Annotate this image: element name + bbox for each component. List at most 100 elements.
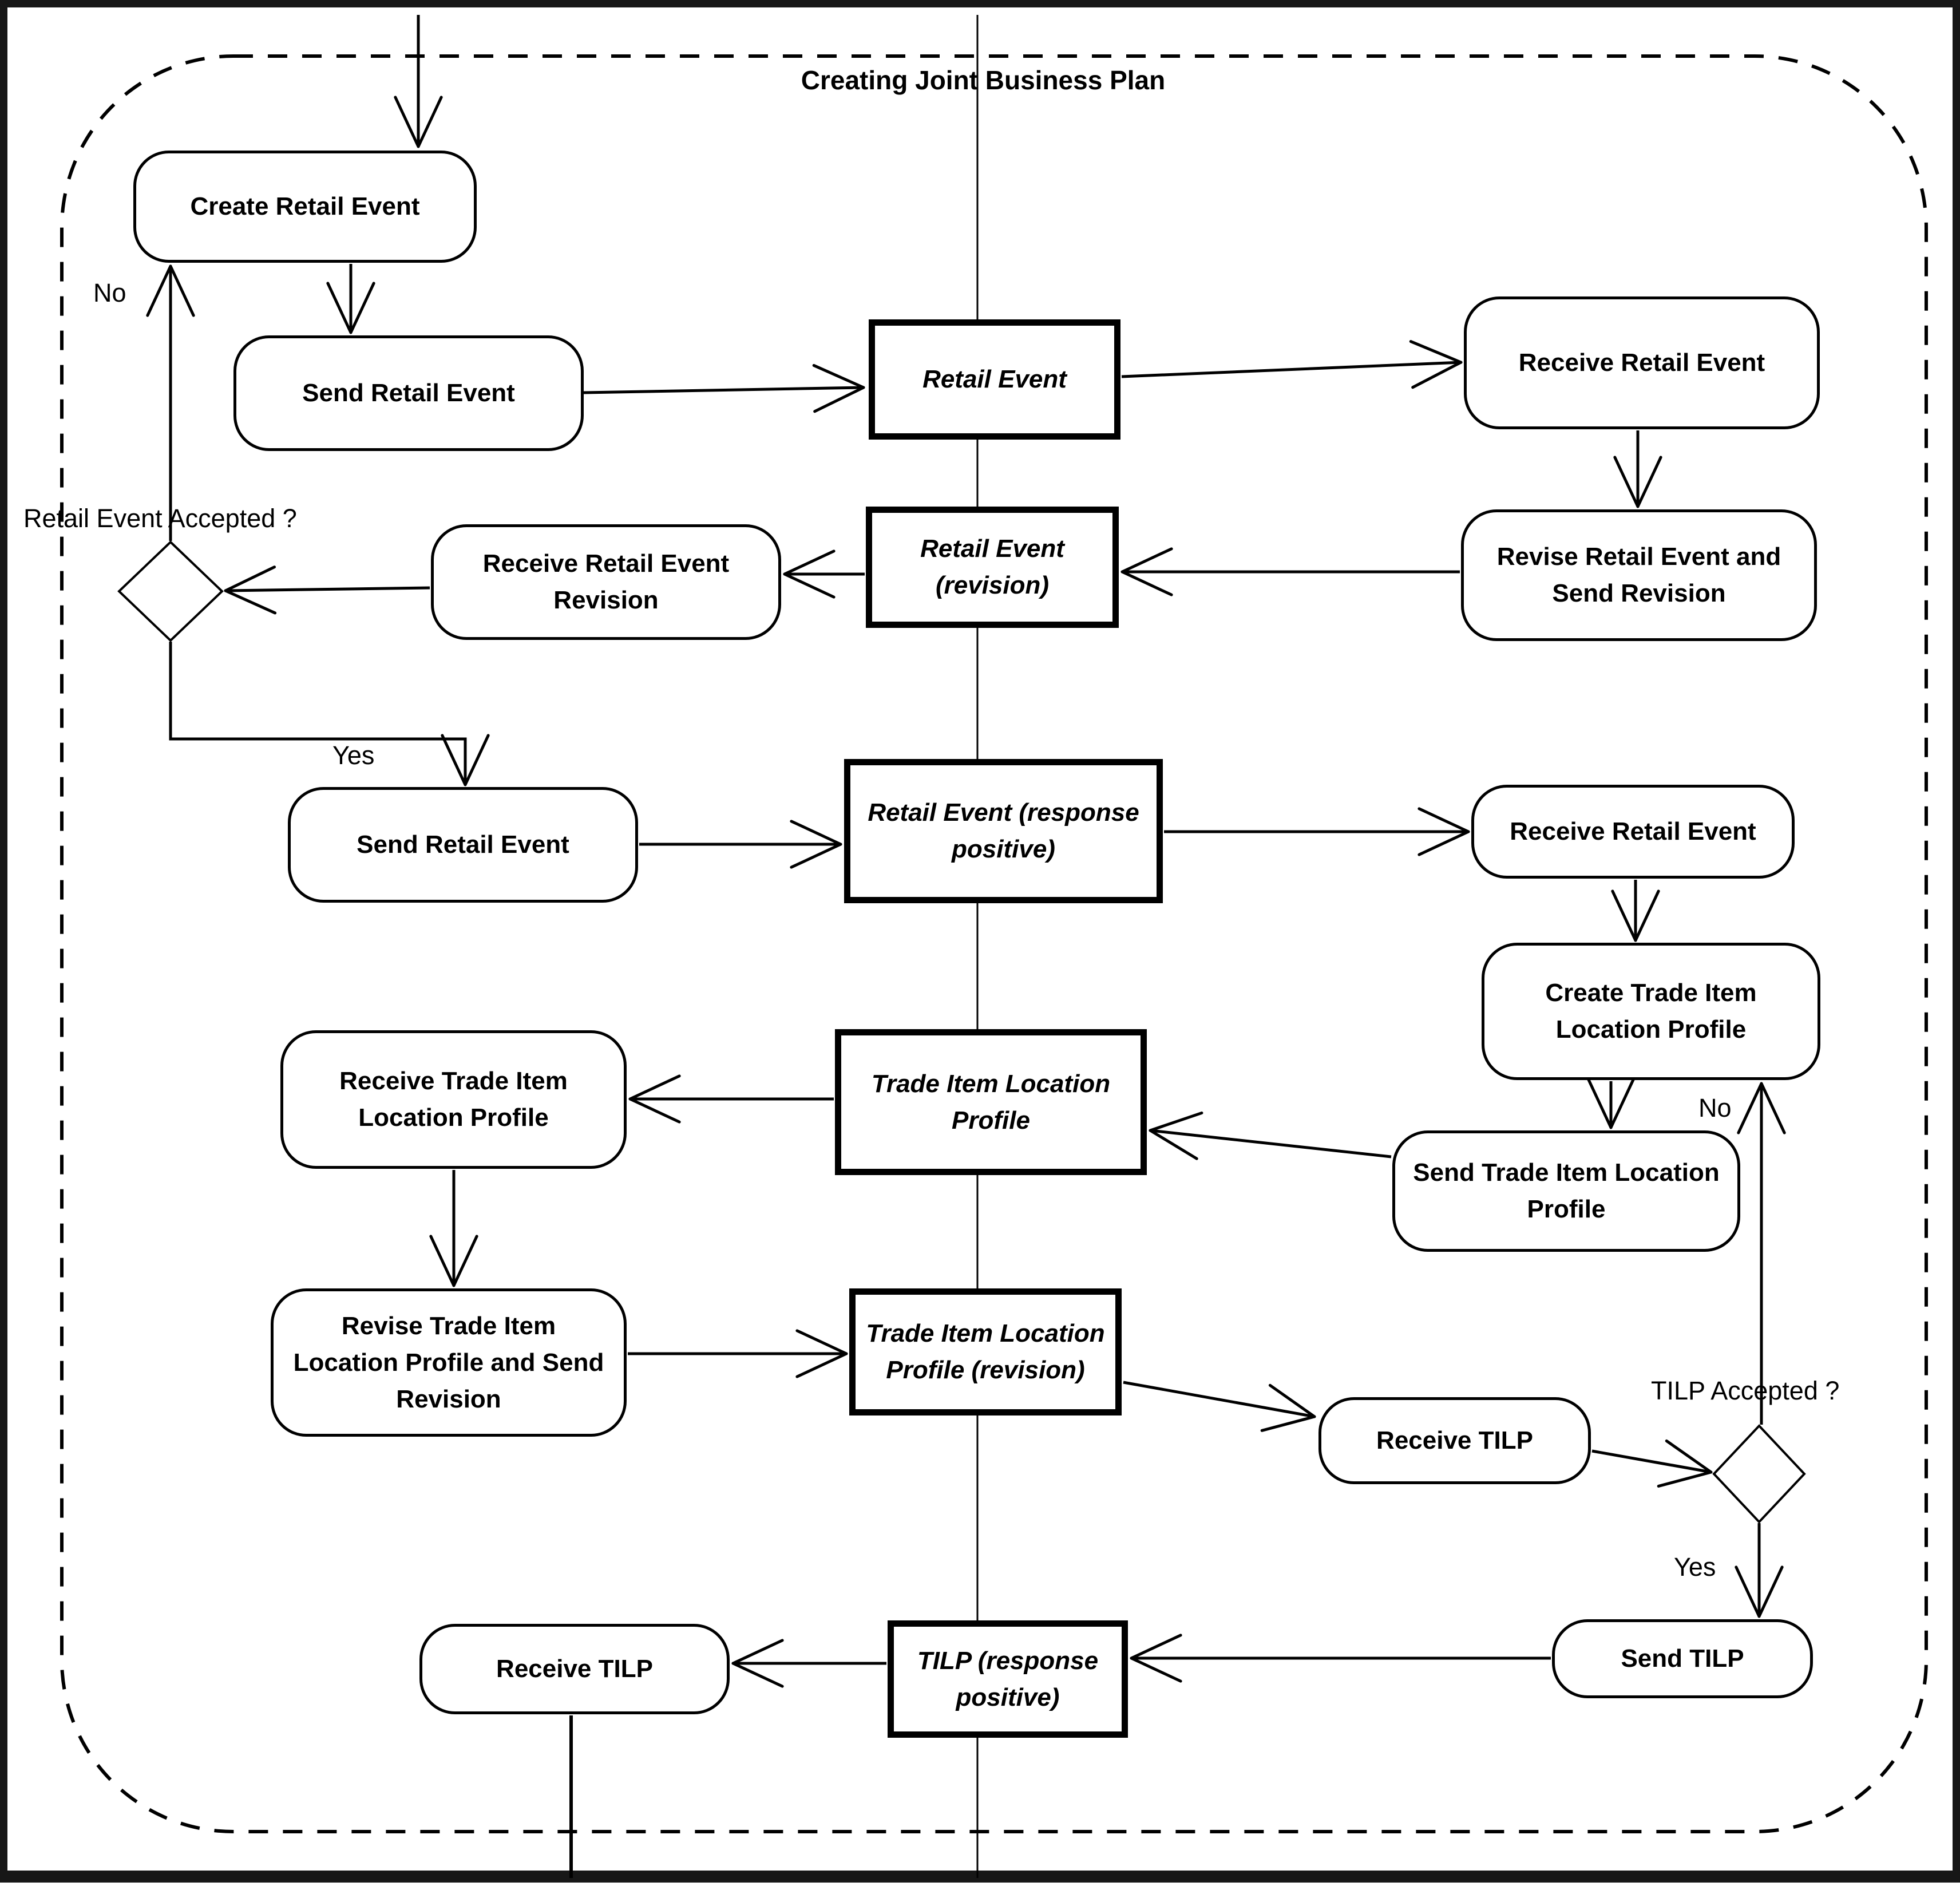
flow-decision2-yes xyxy=(1735,1523,1784,1618)
node-receive-tilp-1: Receive TILP xyxy=(1318,1397,1591,1484)
node-label-line: Revision xyxy=(553,586,659,614)
node-label-line: Trade Item Location xyxy=(871,1069,1111,1098)
node-label-line: Retail Event (response xyxy=(868,798,1139,827)
diagram-lines xyxy=(60,15,1928,1878)
node-receive-retail-event-2: Receive Retail Event xyxy=(1471,785,1795,879)
node-label-line: Create Retail Event xyxy=(190,192,420,220)
flow-receive2-to-create-tilp xyxy=(1611,880,1660,942)
node-label-line: Receive TILP xyxy=(496,1655,653,1683)
node-label: Create Retail Event xyxy=(190,188,419,225)
node-label-line: Revision xyxy=(396,1385,501,1413)
flow-receive-tilp-profile-to-revise-tilp xyxy=(429,1170,478,1287)
flow-response-rect-to-receive-tilp2 xyxy=(731,1639,886,1688)
node-label-line: Receive TILP xyxy=(1376,1426,1533,1454)
node-label-line: Location Profile and Send xyxy=(293,1348,604,1377)
node-label: Receive TILP xyxy=(1376,1422,1533,1459)
node-label: Retail Event (response positive) xyxy=(868,794,1139,868)
node-create-retail-event: Create Retail Event xyxy=(133,151,477,263)
flow-create-to-send xyxy=(326,264,375,334)
flow-receive1-to-revise xyxy=(1613,430,1662,508)
node-label: Retail Event xyxy=(922,361,1067,398)
node-label-line: Profile xyxy=(952,1106,1030,1134)
node-label: Send Retail Event xyxy=(357,827,569,863)
branch-label-yes-1: Yes xyxy=(332,741,375,770)
node-send-retail-event-1: Send Retail Event xyxy=(233,335,584,451)
node-label-line: positive) xyxy=(956,1683,1060,1711)
decision-tilp-accepted xyxy=(1712,1424,1806,1524)
node-send-tilp: Send TILP xyxy=(1552,1619,1813,1698)
decision-retail-event-accepted xyxy=(117,540,224,642)
node-label-line: Receive Retail Event xyxy=(482,549,730,578)
flow-receive-revision-to-decision1 xyxy=(224,566,430,615)
node-label-line: Trade Item Location xyxy=(866,1319,1105,1347)
node-label: Send TILP xyxy=(1621,1640,1744,1677)
node-label-line: TILP (response xyxy=(917,1646,1099,1675)
node-label-line: Send Revision xyxy=(1552,579,1726,607)
flow-decision1-yes xyxy=(169,642,490,786)
node-label-line: Receive Retail Event xyxy=(1518,349,1765,377)
branch-label-no-2: No xyxy=(1698,1093,1732,1122)
node-label-line: Create Trade Item xyxy=(1545,979,1757,1007)
node-label-line: Location Profile xyxy=(358,1104,549,1132)
branch-label-yes-2: Yes xyxy=(1674,1552,1716,1581)
node-label: Receive Retail Event xyxy=(1510,813,1756,850)
node-retail-event-response-positive: Retail Event (response positive) xyxy=(844,759,1163,903)
flow-send2-to-response-rect xyxy=(639,820,842,869)
node-label-line: Receive Trade Item xyxy=(339,1067,568,1095)
node-label: Retail Event (revision) xyxy=(920,531,1064,604)
activity-frame xyxy=(60,54,1928,1833)
node-label-line: Receive Retail Event xyxy=(1510,817,1756,845)
node-label-line: Profile (revision) xyxy=(886,1356,1085,1384)
page-title: Creating Joint Business Plan xyxy=(801,65,1166,95)
node-tilp-response-positive: TILP (response positive) xyxy=(888,1620,1128,1738)
node-label-line: (revision) xyxy=(935,571,1050,599)
decision-label-tilp-accepted: TILP Accepted ? xyxy=(1651,1376,1840,1405)
flow-send-tilp-profile-to-tilp-rect xyxy=(1149,1111,1392,1160)
flow-tilp-revision-to-receive-tilp1 xyxy=(1123,1381,1316,1432)
flow-response-rect-to-receive2 xyxy=(1164,807,1470,856)
node-receive-tilp-2: Receive TILP xyxy=(419,1624,730,1714)
node-retail-event: Retail Event xyxy=(869,319,1120,440)
node-label-line: Send Trade Item Location xyxy=(1413,1158,1720,1187)
node-label-line: Send Retail Event xyxy=(302,379,515,407)
node-send-retail-event-2: Send Retail Event xyxy=(288,787,638,903)
node-receive-retail-event-1: Receive Retail Event xyxy=(1464,296,1820,429)
node-label-line: Send Retail Event xyxy=(357,831,569,859)
flow-revise-tilp-to-tilp-revision-rect xyxy=(628,1329,848,1378)
flow-create-tilp-to-send-tilp-profile xyxy=(1586,1077,1636,1129)
flow-decision1-no xyxy=(146,264,195,541)
flow-entry xyxy=(394,15,443,148)
node-label-line: Retail Event xyxy=(920,535,1064,563)
node-label: Send Retail Event xyxy=(302,375,515,412)
node-label: Receive TILP xyxy=(496,1651,653,1687)
flow-retail-event-to-receive1 xyxy=(1121,340,1463,389)
flow-revise-to-revision-rect xyxy=(1120,547,1460,596)
node-label-line: Revise Retail Event and xyxy=(1496,543,1781,571)
flow-decision2-no xyxy=(1737,1082,1786,1425)
flow-tilp-rect-to-receive-tilp-profile xyxy=(628,1074,834,1124)
node-retail-event-revision: Retail Event (revision) xyxy=(866,507,1119,628)
flow-send-tilp-to-response-rect xyxy=(1130,1634,1551,1683)
node-label-line: Profile xyxy=(1527,1195,1606,1223)
flow-send1-to-retail-event xyxy=(583,363,865,413)
node-label-line: positive) xyxy=(952,835,1055,863)
node-label-line: Location Profile xyxy=(1555,1015,1747,1043)
node-label-line: Send TILP xyxy=(1621,1644,1744,1672)
node-label: Receive Retail Event xyxy=(1519,345,1765,381)
